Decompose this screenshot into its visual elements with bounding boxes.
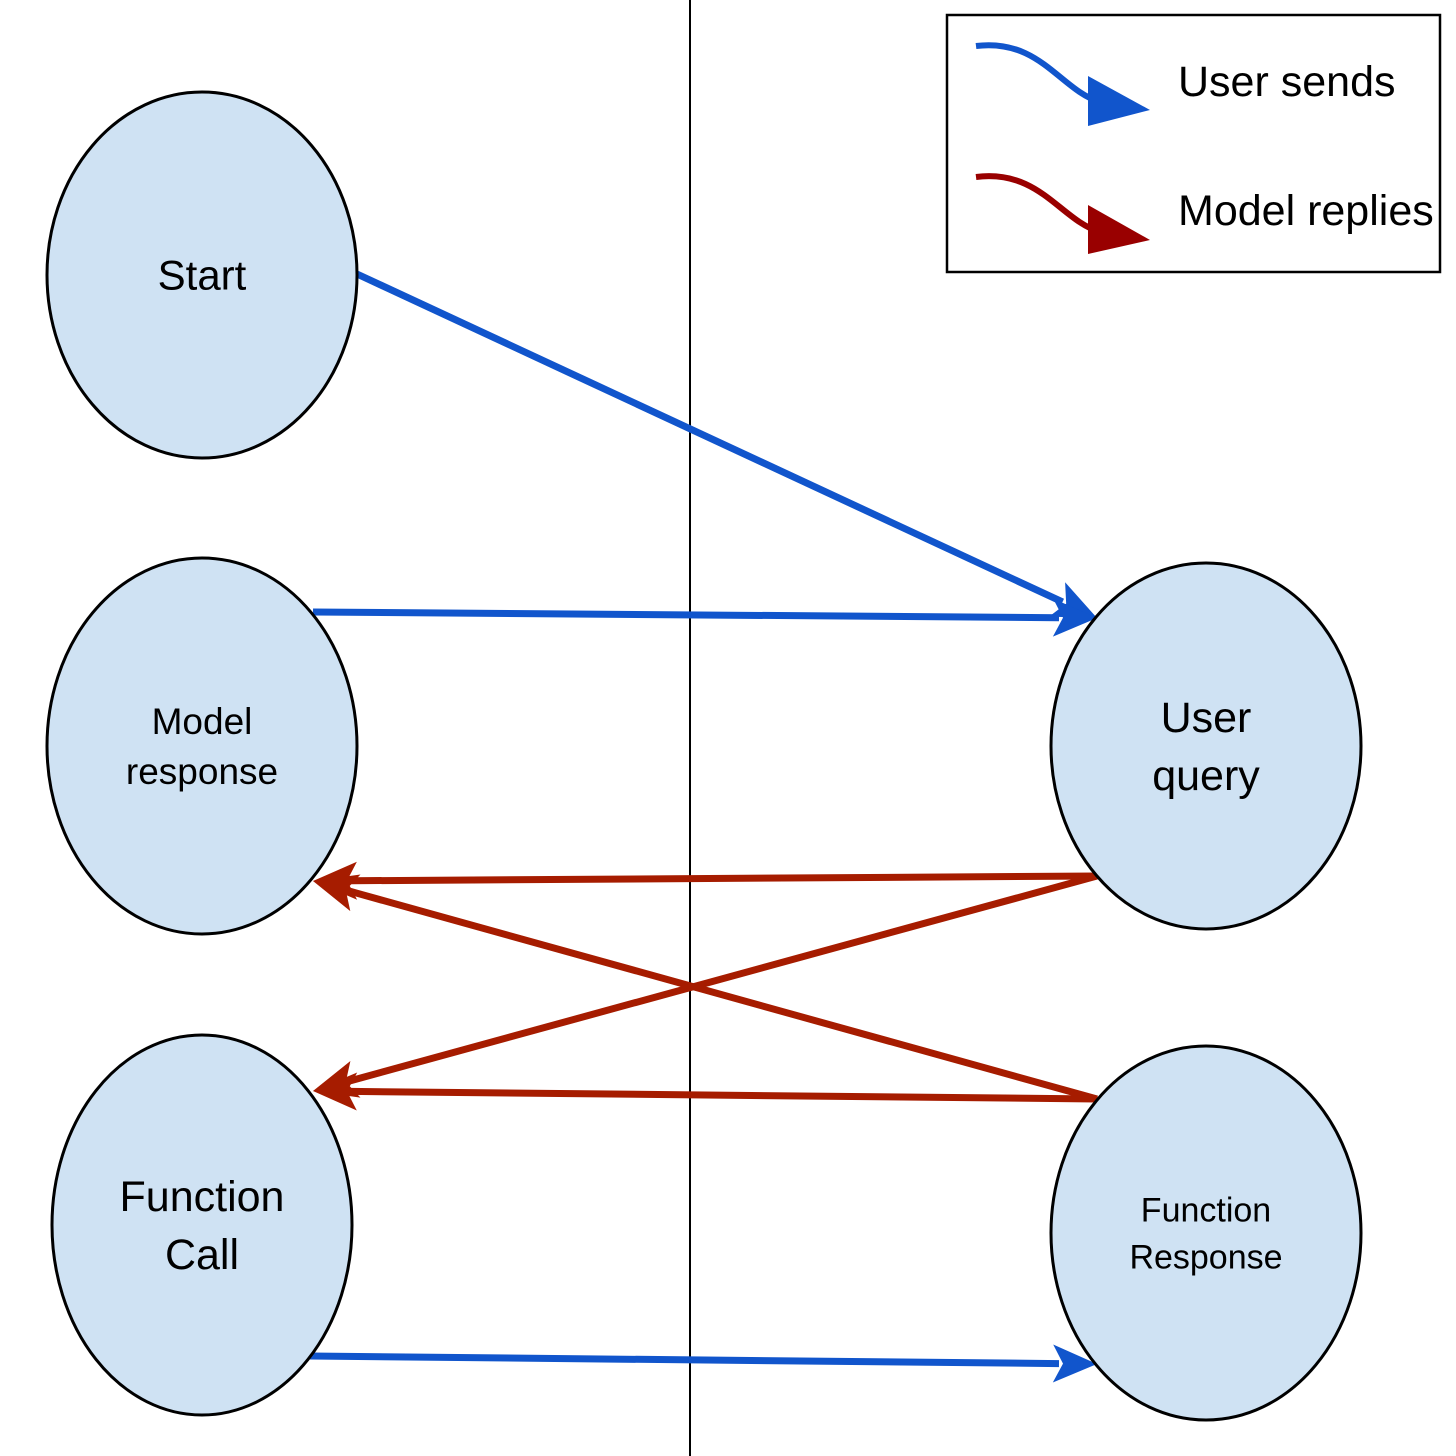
node-label-line: Model — [152, 701, 253, 742]
legend-model-arrowhead-icon — [1088, 205, 1150, 254]
legend: User sends Model replies — [945, 13, 1442, 274]
legend-user-arrowhead-icon — [1088, 76, 1150, 126]
node-ellipse — [45, 556, 359, 936]
node-model-response: Model response — [45, 556, 359, 936]
node-user-query: User query — [1049, 561, 1363, 931]
node-label-line: response — [126, 751, 278, 792]
node-ellipse — [1049, 1044, 1363, 1422]
arrowhead-icon — [313, 1072, 358, 1111]
node-ellipse — [45, 90, 359, 460]
edge-line — [309, 1352, 1060, 1368]
edge-line — [350, 872, 1098, 885]
node-label-line: Response — [1129, 1238, 1282, 1276]
node-ellipse — [50, 1033, 354, 1417]
arrowhead-icon — [1052, 1344, 1097, 1383]
node-label-line: Function — [120, 1173, 285, 1221]
legend-user-arrow-icon — [975, 42, 1101, 105]
arrowhead-icon — [1052, 598, 1097, 637]
node-start: Start — [45, 90, 359, 460]
edges — [309, 270, 1098, 1383]
edge-function-response-to-model-response — [313, 874, 1098, 1103]
edge-line — [348, 872, 1098, 1085]
node-label-line: Call — [165, 1231, 239, 1279]
edge-user-query-to-model-response — [313, 861, 1098, 900]
edge-line — [355, 270, 1065, 606]
node-label-line: Function — [1141, 1191, 1271, 1229]
legend-model-label: Model replies — [1178, 187, 1434, 235]
arrowhead-icon — [313, 874, 361, 912]
edge-line — [348, 887, 1098, 1103]
edge-function-response-to-function-call — [313, 1072, 1098, 1111]
edge-function-call-to-function-response — [309, 1344, 1097, 1383]
node-label-line: User — [1161, 694, 1252, 742]
legend-model-arrow-icon — [975, 173, 1101, 235]
edge-start-to-user-query — [355, 270, 1097, 618]
node-label-line: query — [1152, 752, 1260, 800]
edge-model-response-to-user-query — [312, 598, 1097, 637]
edge-line — [350, 1087, 1098, 1103]
node-label-line: Start — [158, 252, 247, 299]
node-ellipse — [1049, 561, 1363, 931]
edge-line — [312, 608, 1060, 622]
legend-user-label: User sends — [1178, 58, 1395, 106]
